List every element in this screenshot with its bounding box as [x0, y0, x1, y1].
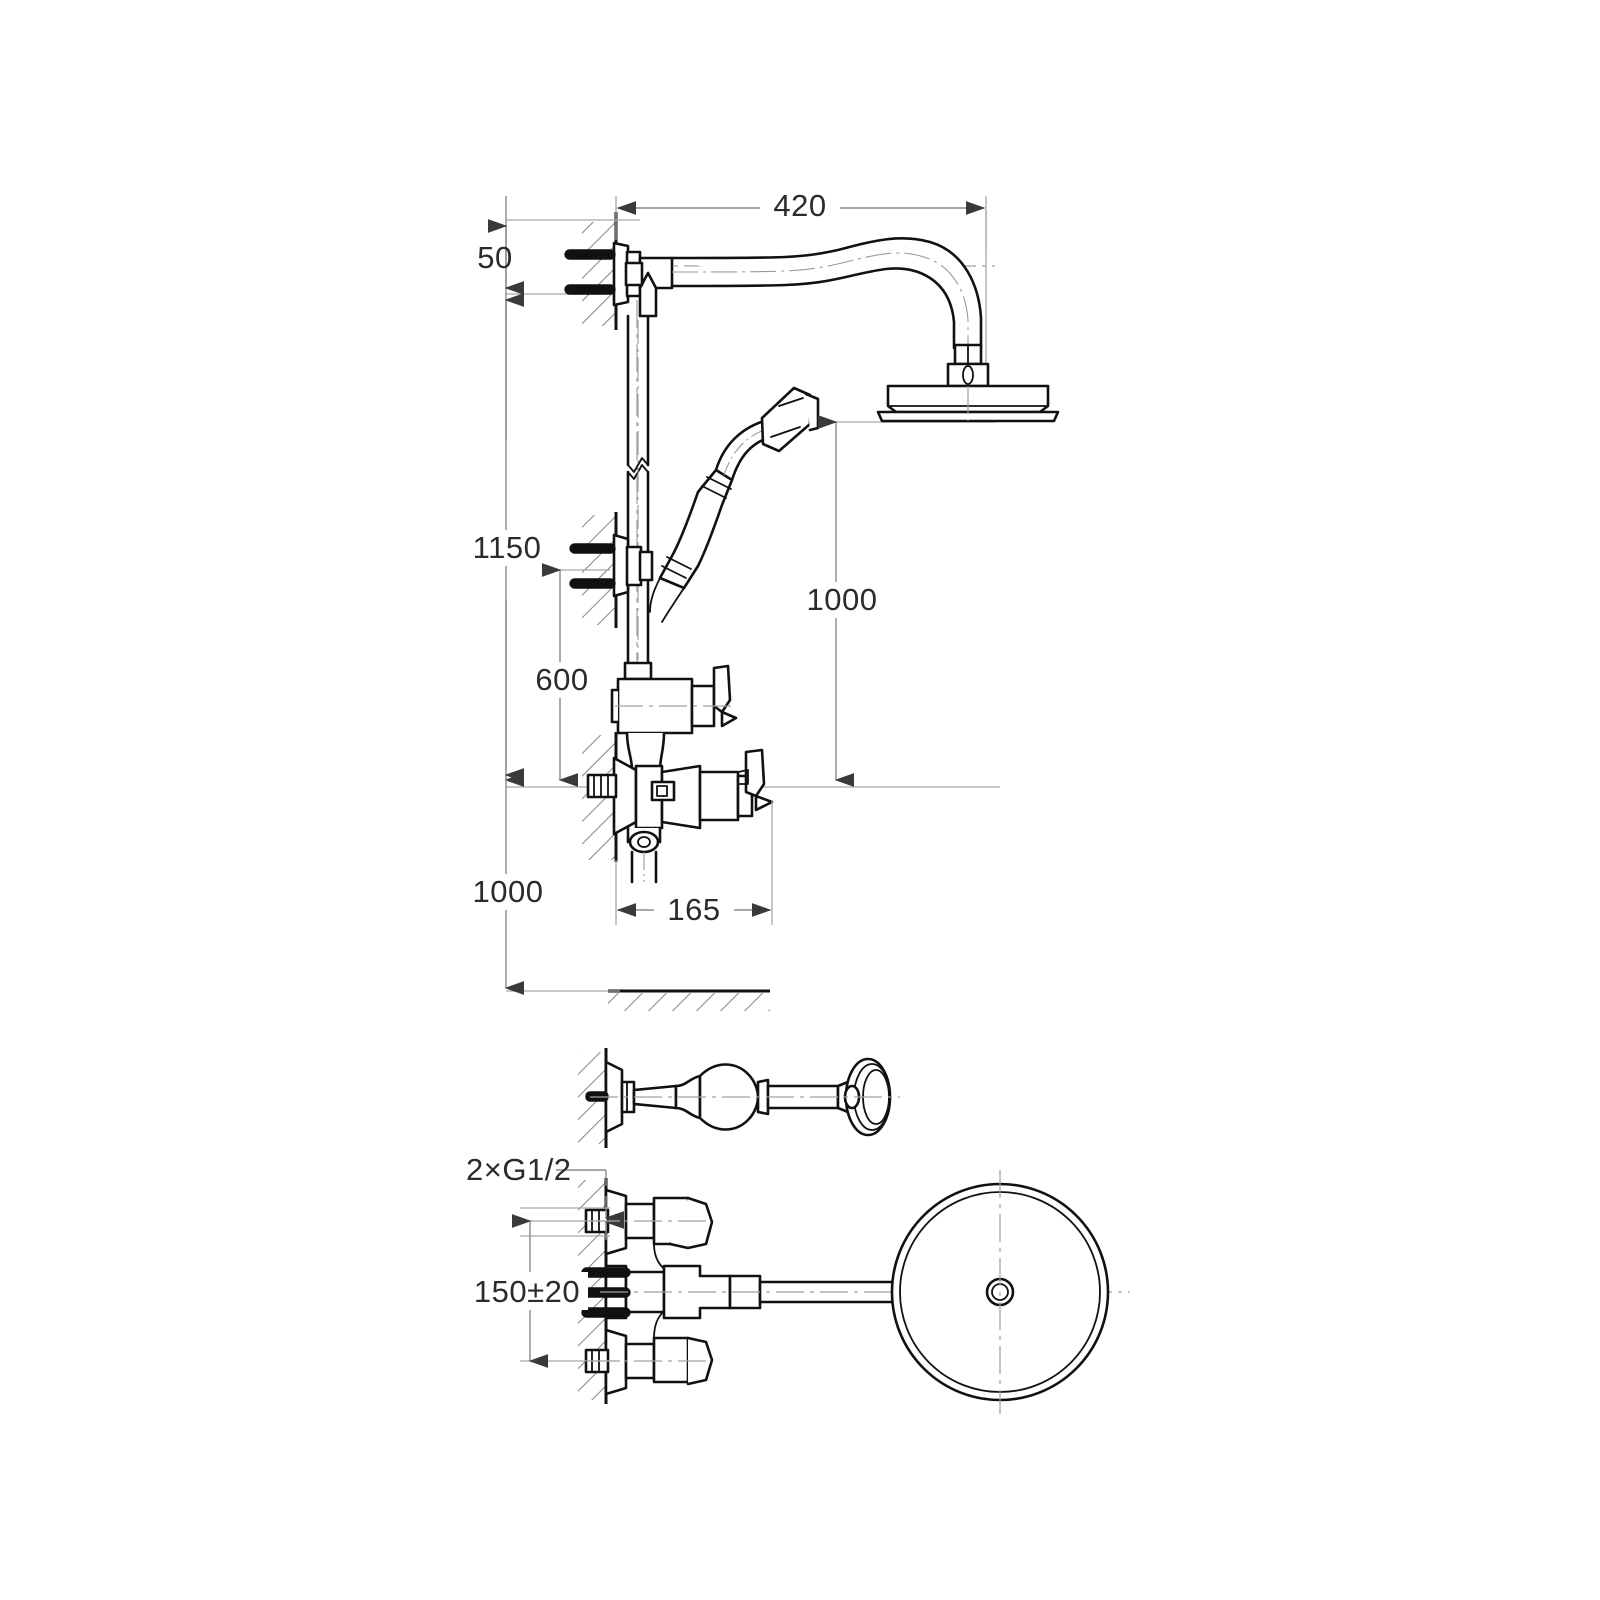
dimension-420: 420 [615, 188, 987, 250]
diverter-valve [610, 664, 738, 772]
dimension-150-20: 150±20 [466, 1214, 620, 1368]
view-arm-plan [578, 1048, 900, 1148]
dimension-label-165: 165 [667, 892, 720, 927]
view-elevation: 50 420 1150 600 [470, 188, 1060, 1011]
mixer-plan-upper-inlet [584, 1188, 714, 1273]
riser-pipe [623, 314, 653, 681]
dimension-165: 165 [615, 800, 773, 928]
hand-shower [649, 386, 820, 623]
dimension-1150: 1150 [470, 293, 544, 787]
mixer-body [586, 748, 774, 884]
dimension-1000-bottom: 1000 [470, 768, 546, 995]
mixer-plan-lower-inlet [584, 1307, 714, 1396]
shower-arm [670, 237, 983, 350]
floor-line [608, 989, 770, 1011]
mixer-plan-head-disc [890, 1170, 1110, 1414]
wall-bracket-mid [569, 533, 654, 598]
wall-hatching-upper [582, 212, 618, 330]
dimension-label-1000-bottom: 1000 [473, 874, 544, 909]
dimension-label-420: 420 [773, 188, 826, 223]
wall-bracket-top [564, 241, 674, 318]
dimension-label-1150: 1150 [473, 530, 542, 565]
dimension-600: 600 [528, 563, 596, 787]
dimension-50: 50 [477, 196, 525, 320]
dimension-label-150-20: 150±20 [474, 1274, 580, 1309]
dimension-label-600: 600 [535, 662, 588, 697]
dimension-1000-right: 1000 [804, 415, 880, 787]
view-mixer-plan: 2×G1/2 150±20 [466, 1152, 1130, 1414]
dimension-label-2xg12: 2×G1/2 [466, 1152, 572, 1187]
overhead-shower-head [876, 343, 1060, 423]
dimension-2xg12: 2×G1/2 [466, 1152, 625, 1240]
dimension-label-50: 50 [477, 240, 512, 275]
dimension-label-1000-right: 1000 [807, 582, 878, 617]
